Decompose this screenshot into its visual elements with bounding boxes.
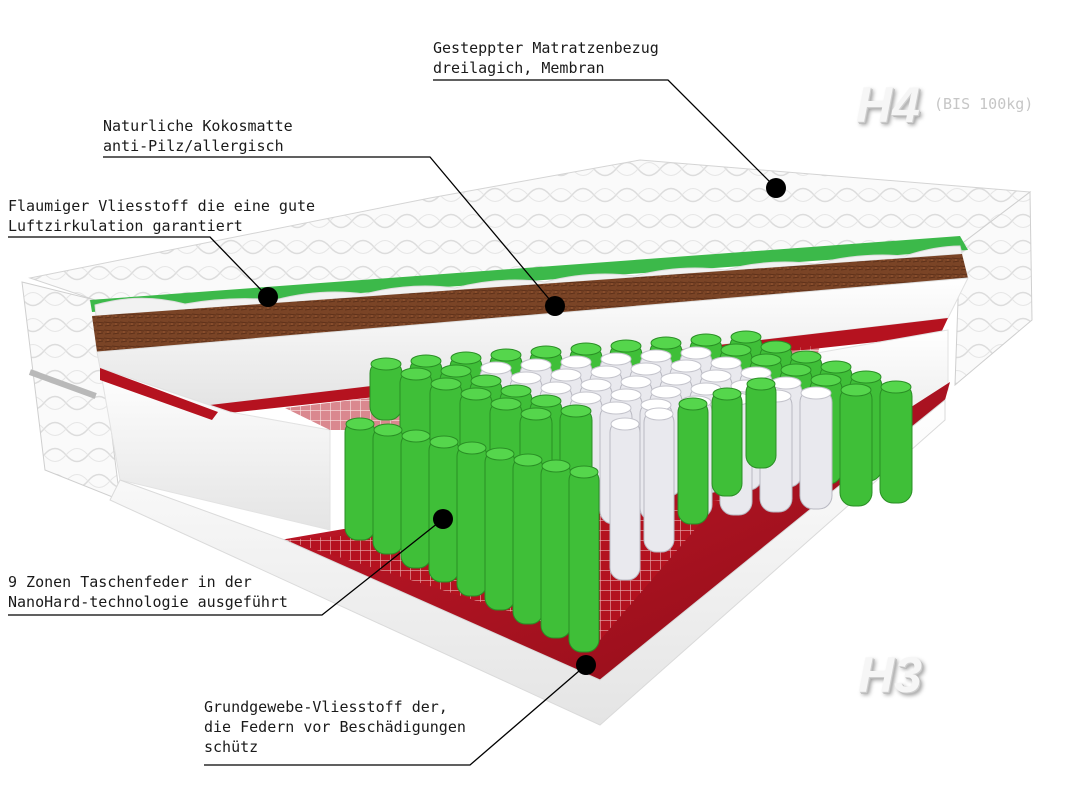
- pocket-spring: [711, 387, 743, 497]
- label-fleece-line-1: Flaumiger Vliesstoff die eine gute: [8, 197, 316, 215]
- pocket-spring: [372, 423, 404, 555]
- label-fleece: Flaumiger Vliesstoff die eine gute Luftz…: [8, 196, 315, 236]
- label-springs: 9 Zonen Taschenfeder in der NanoHard-tec…: [8, 572, 288, 612]
- left-foam-block: [99, 367, 331, 531]
- pocket-spring: [400, 429, 432, 569]
- label-cover: Gesteppter Matratzenbezug dreilagich, Me…: [433, 38, 659, 78]
- pocket-spring: [344, 417, 376, 541]
- label-springs-line-1: 9 Zonen Taschenfeder in der: [8, 573, 252, 591]
- coconut-mat: [92, 254, 968, 352]
- hardness-top-note: (BIS 100kg): [934, 95, 1034, 113]
- pocket-spring: [456, 441, 488, 597]
- pocket-spring: [512, 453, 544, 625]
- leader-line: [8, 518, 444, 616]
- pocket-spring: [839, 383, 873, 507]
- label-fleece-line-2: Luftzirkulation garantiert: [8, 217, 243, 235]
- pocket-spring: [484, 447, 516, 611]
- label-base-line-3: schütz: [204, 738, 259, 756]
- label-base-line-2: die Federn vor Beschädigungen: [204, 718, 466, 736]
- label-coconut-line-1: Naturliche Kokosmatte: [103, 117, 293, 135]
- pocket-spring: [609, 417, 641, 581]
- fleece-wave: [94, 245, 963, 317]
- leader-line: [8, 236, 269, 298]
- label-coconut-line-2: anti-Pilz/allergisch: [103, 137, 284, 155]
- hardness-top-code: H4: [856, 77, 920, 133]
- marker-dot: [545, 296, 565, 316]
- leader-line: [433, 79, 777, 189]
- zipper: [28, 369, 97, 399]
- label-coconut: Naturliche Kokosmatte anti-Pilz/allergis…: [103, 116, 293, 156]
- pocket-spring: [643, 407, 675, 553]
- pocket-spring: [745, 377, 777, 469]
- pocket-spring: [879, 380, 913, 504]
- label-base: Grundgewebe-Vliesstoff der, die Federn v…: [204, 697, 466, 757]
- marker-dot: [576, 655, 596, 675]
- left-red-stripe: [100, 368, 218, 420]
- label-cover-line-1: Gesteppter Matratzenbezug: [433, 39, 659, 57]
- pocket-spring: [568, 465, 600, 653]
- pocket-spring: [428, 435, 460, 583]
- marker-dot: [433, 509, 453, 529]
- pocket-spring: [399, 367, 433, 443]
- marker-dot: [766, 178, 786, 198]
- pocket-spring: [369, 357, 403, 421]
- label-base-line-1: Grundgewebe-Vliesstoff der,: [204, 698, 448, 716]
- bottom-foam: [109, 398, 946, 726]
- marker-dot: [258, 287, 278, 307]
- cover-right-side: [954, 191, 1033, 387]
- hardness-bottom-code: H3: [858, 647, 922, 703]
- leader-lines: [8, 79, 786, 766]
- leader-line: [204, 664, 587, 766]
- label-cover-line-2: dreilagich, Membran: [433, 59, 605, 77]
- pocket-springs: [344, 330, 913, 653]
- pocket-spring: [799, 386, 833, 510]
- label-springs-line-2: NanoHard-technologie ausgeführt: [8, 593, 288, 611]
- leader-line: [103, 156, 556, 307]
- pocket-spring: [677, 397, 709, 525]
- pocket-spring: [540, 459, 572, 639]
